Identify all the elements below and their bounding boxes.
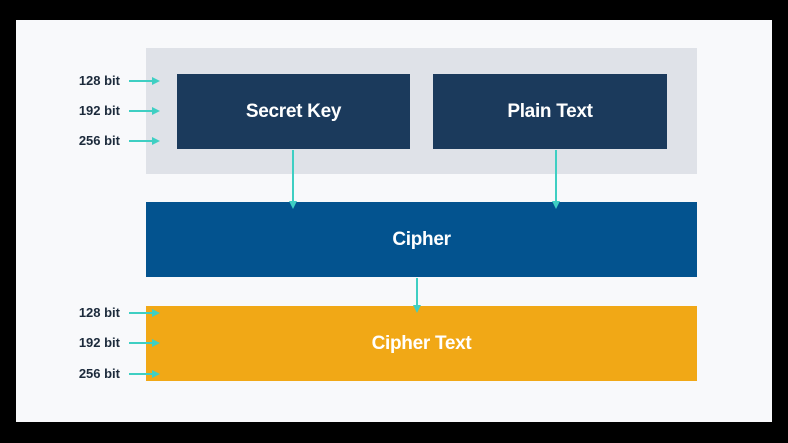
cipher-text-label: Cipher Text bbox=[371, 332, 472, 354]
cipher-text-box: Cipher Text bbox=[146, 306, 697, 381]
key-size-label-192: 192 bit bbox=[78, 103, 120, 118]
output-size-label-192: 192 bit bbox=[78, 335, 120, 350]
key-size-label-256: 256 bit bbox=[78, 133, 120, 148]
key-size-label-128: 128 bit bbox=[78, 73, 120, 88]
secret-key-box: Secret Key bbox=[177, 74, 410, 149]
plain-text-box: Plain Text bbox=[433, 74, 667, 149]
cipher-label: Cipher bbox=[392, 228, 451, 250]
cipher-box: Cipher bbox=[146, 202, 697, 277]
output-size-label-128: 128 bit bbox=[78, 305, 120, 320]
secret-key-label: Secret Key bbox=[245, 100, 342, 122]
plain-text-label: Plain Text bbox=[507, 100, 593, 122]
output-size-label-256: 256 bit bbox=[78, 366, 120, 381]
